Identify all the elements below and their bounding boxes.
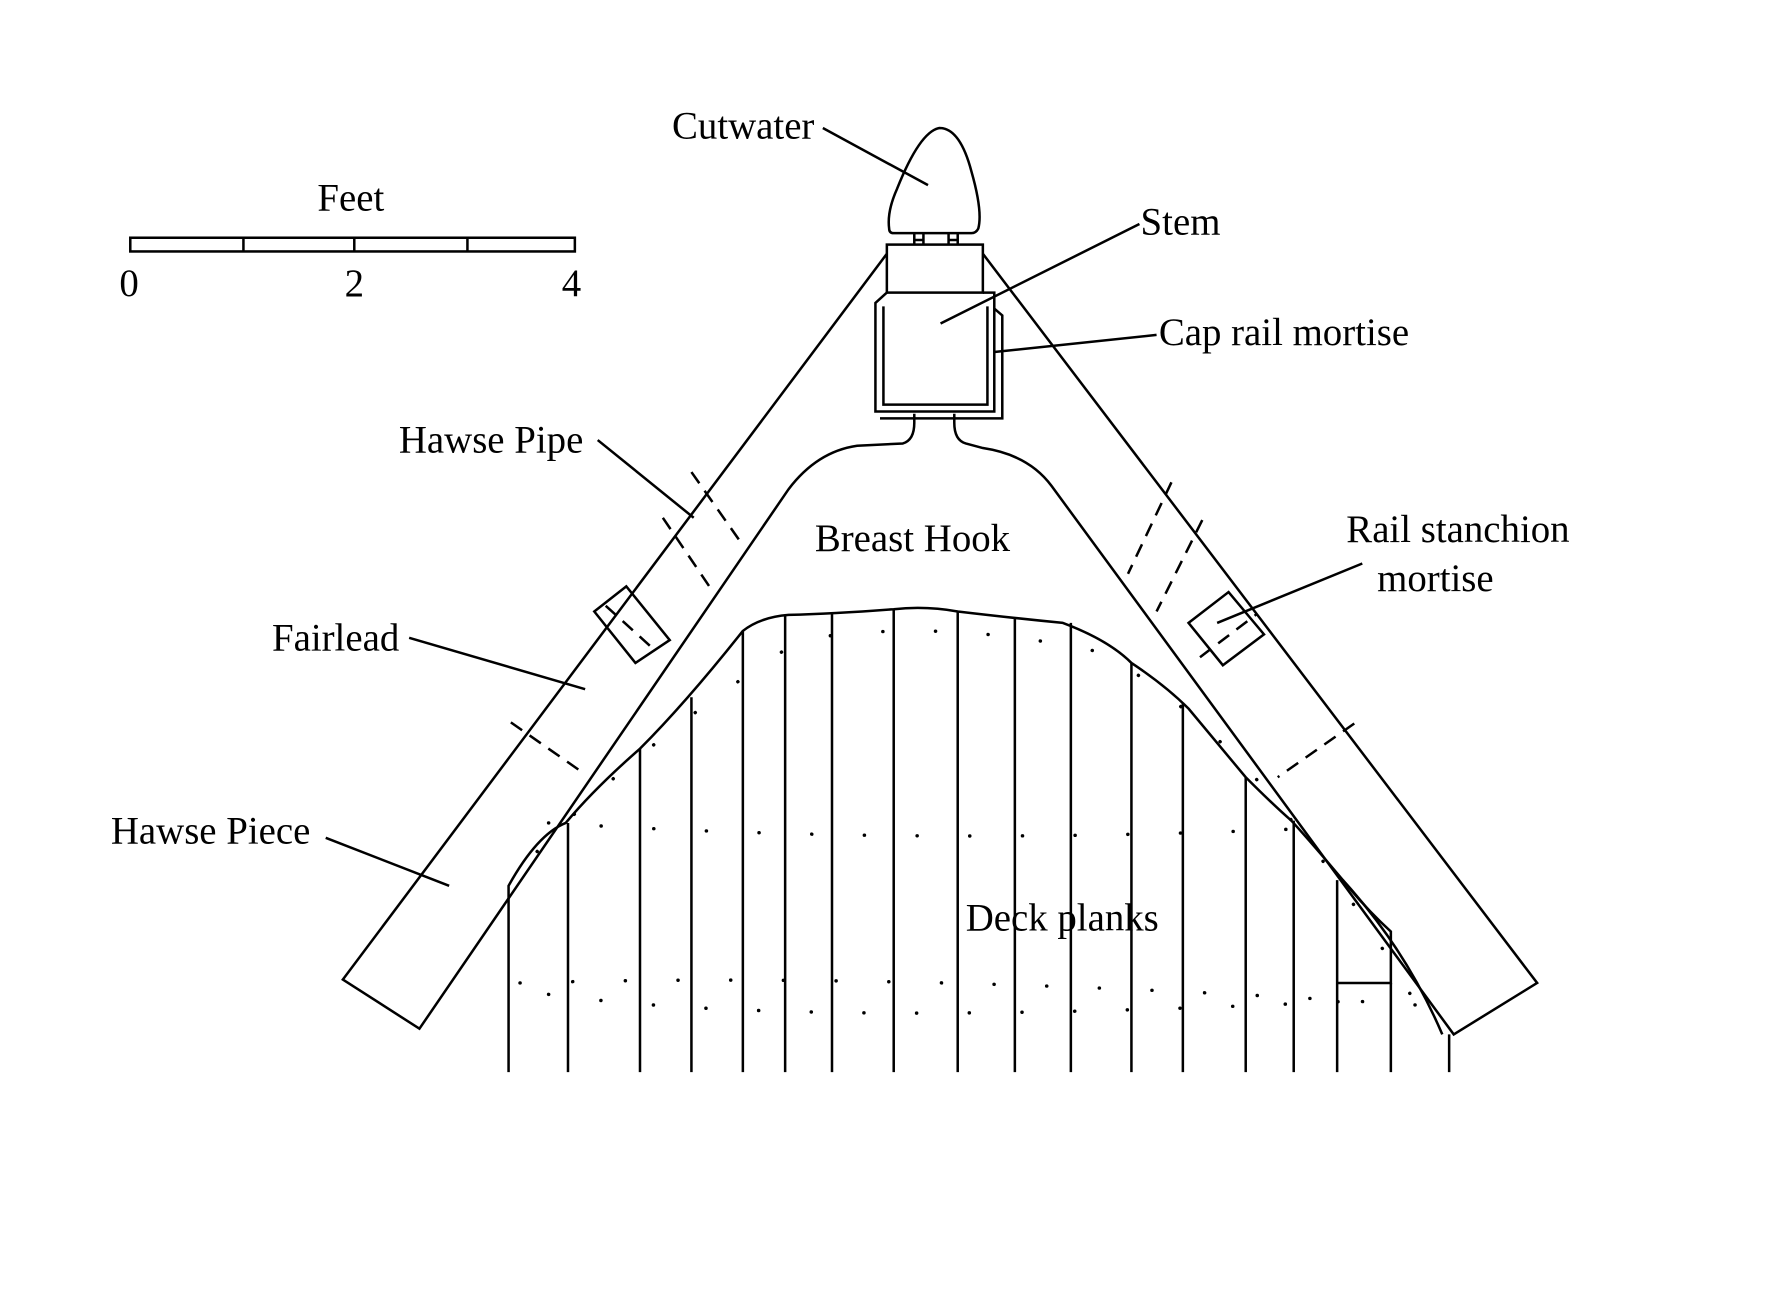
scarf-right [1276, 722, 1356, 779]
leader-lines [325, 126, 1363, 887]
label-mortise: mortise [1377, 557, 1494, 600]
label-stem: Stem [1141, 200, 1221, 243]
label-cap-rail-mortise: Cap rail mortise [1159, 311, 1409, 354]
scale-bar: Feet 0 2 4 [119, 176, 581, 305]
hawse-piece-right [953, 252, 1539, 1037]
label-fairlead: Fairlead [272, 616, 399, 659]
stem-shape [874, 243, 1004, 420]
label-deck-planks: Deck planks [966, 896, 1159, 939]
hawse-pipe-left-b [690, 471, 744, 546]
fairlead-box [592, 584, 672, 665]
hawse-pipe-left-a [661, 517, 712, 590]
label-cutwater: Cutwater [672, 104, 814, 147]
hawse-piece-left [341, 252, 916, 1031]
rail-stanchion-mortise-box [1186, 590, 1266, 667]
label-hawse-pipe: Hawse Pipe [399, 419, 583, 462]
scale-tick-0: 0 [119, 262, 138, 305]
cutwater-tabs [913, 233, 959, 245]
scale-tick-2: 2 [345, 262, 364, 305]
deck-planks [507, 606, 1451, 1073]
cutwater-shape [887, 126, 981, 235]
hawse-pipe-right-a [1126, 481, 1173, 575]
scale-title: Feet [317, 176, 384, 219]
label-breast-hook: Breast Hook [815, 517, 1011, 560]
label-rail-stanchion: Rail stanchion [1346, 508, 1569, 551]
scarf-left [510, 721, 584, 774]
label-hawse-piece: Hawse Piece [111, 810, 311, 853]
hawse-pipe-right-b [1155, 519, 1204, 613]
scale-tick-4: 4 [562, 262, 581, 305]
